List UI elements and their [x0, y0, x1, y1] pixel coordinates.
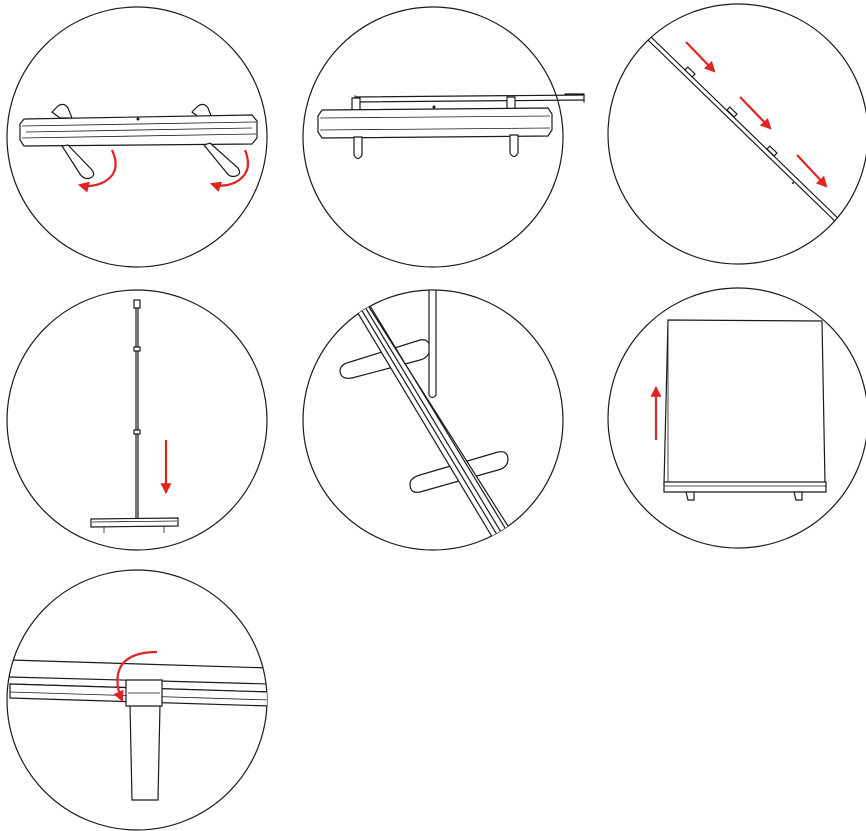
- step-7-hook-rail: [7, 570, 270, 830]
- step-1-rotate-feet: [7, 7, 267, 267]
- pole: [130, 705, 160, 800]
- banner: [664, 320, 825, 484]
- step-4-insert-pole: [7, 290, 267, 550]
- step-2-insert-top-rail: [303, 7, 584, 267]
- pole: [429, 290, 436, 398]
- step-6-pull-banner: [608, 288, 866, 548]
- base-bar: [318, 108, 552, 138]
- step-3-connect-pole: [608, 4, 866, 264]
- step-5-pole-in-base: [303, 290, 563, 550]
- base-cassette: [664, 482, 826, 492]
- base-bar: [91, 518, 178, 527]
